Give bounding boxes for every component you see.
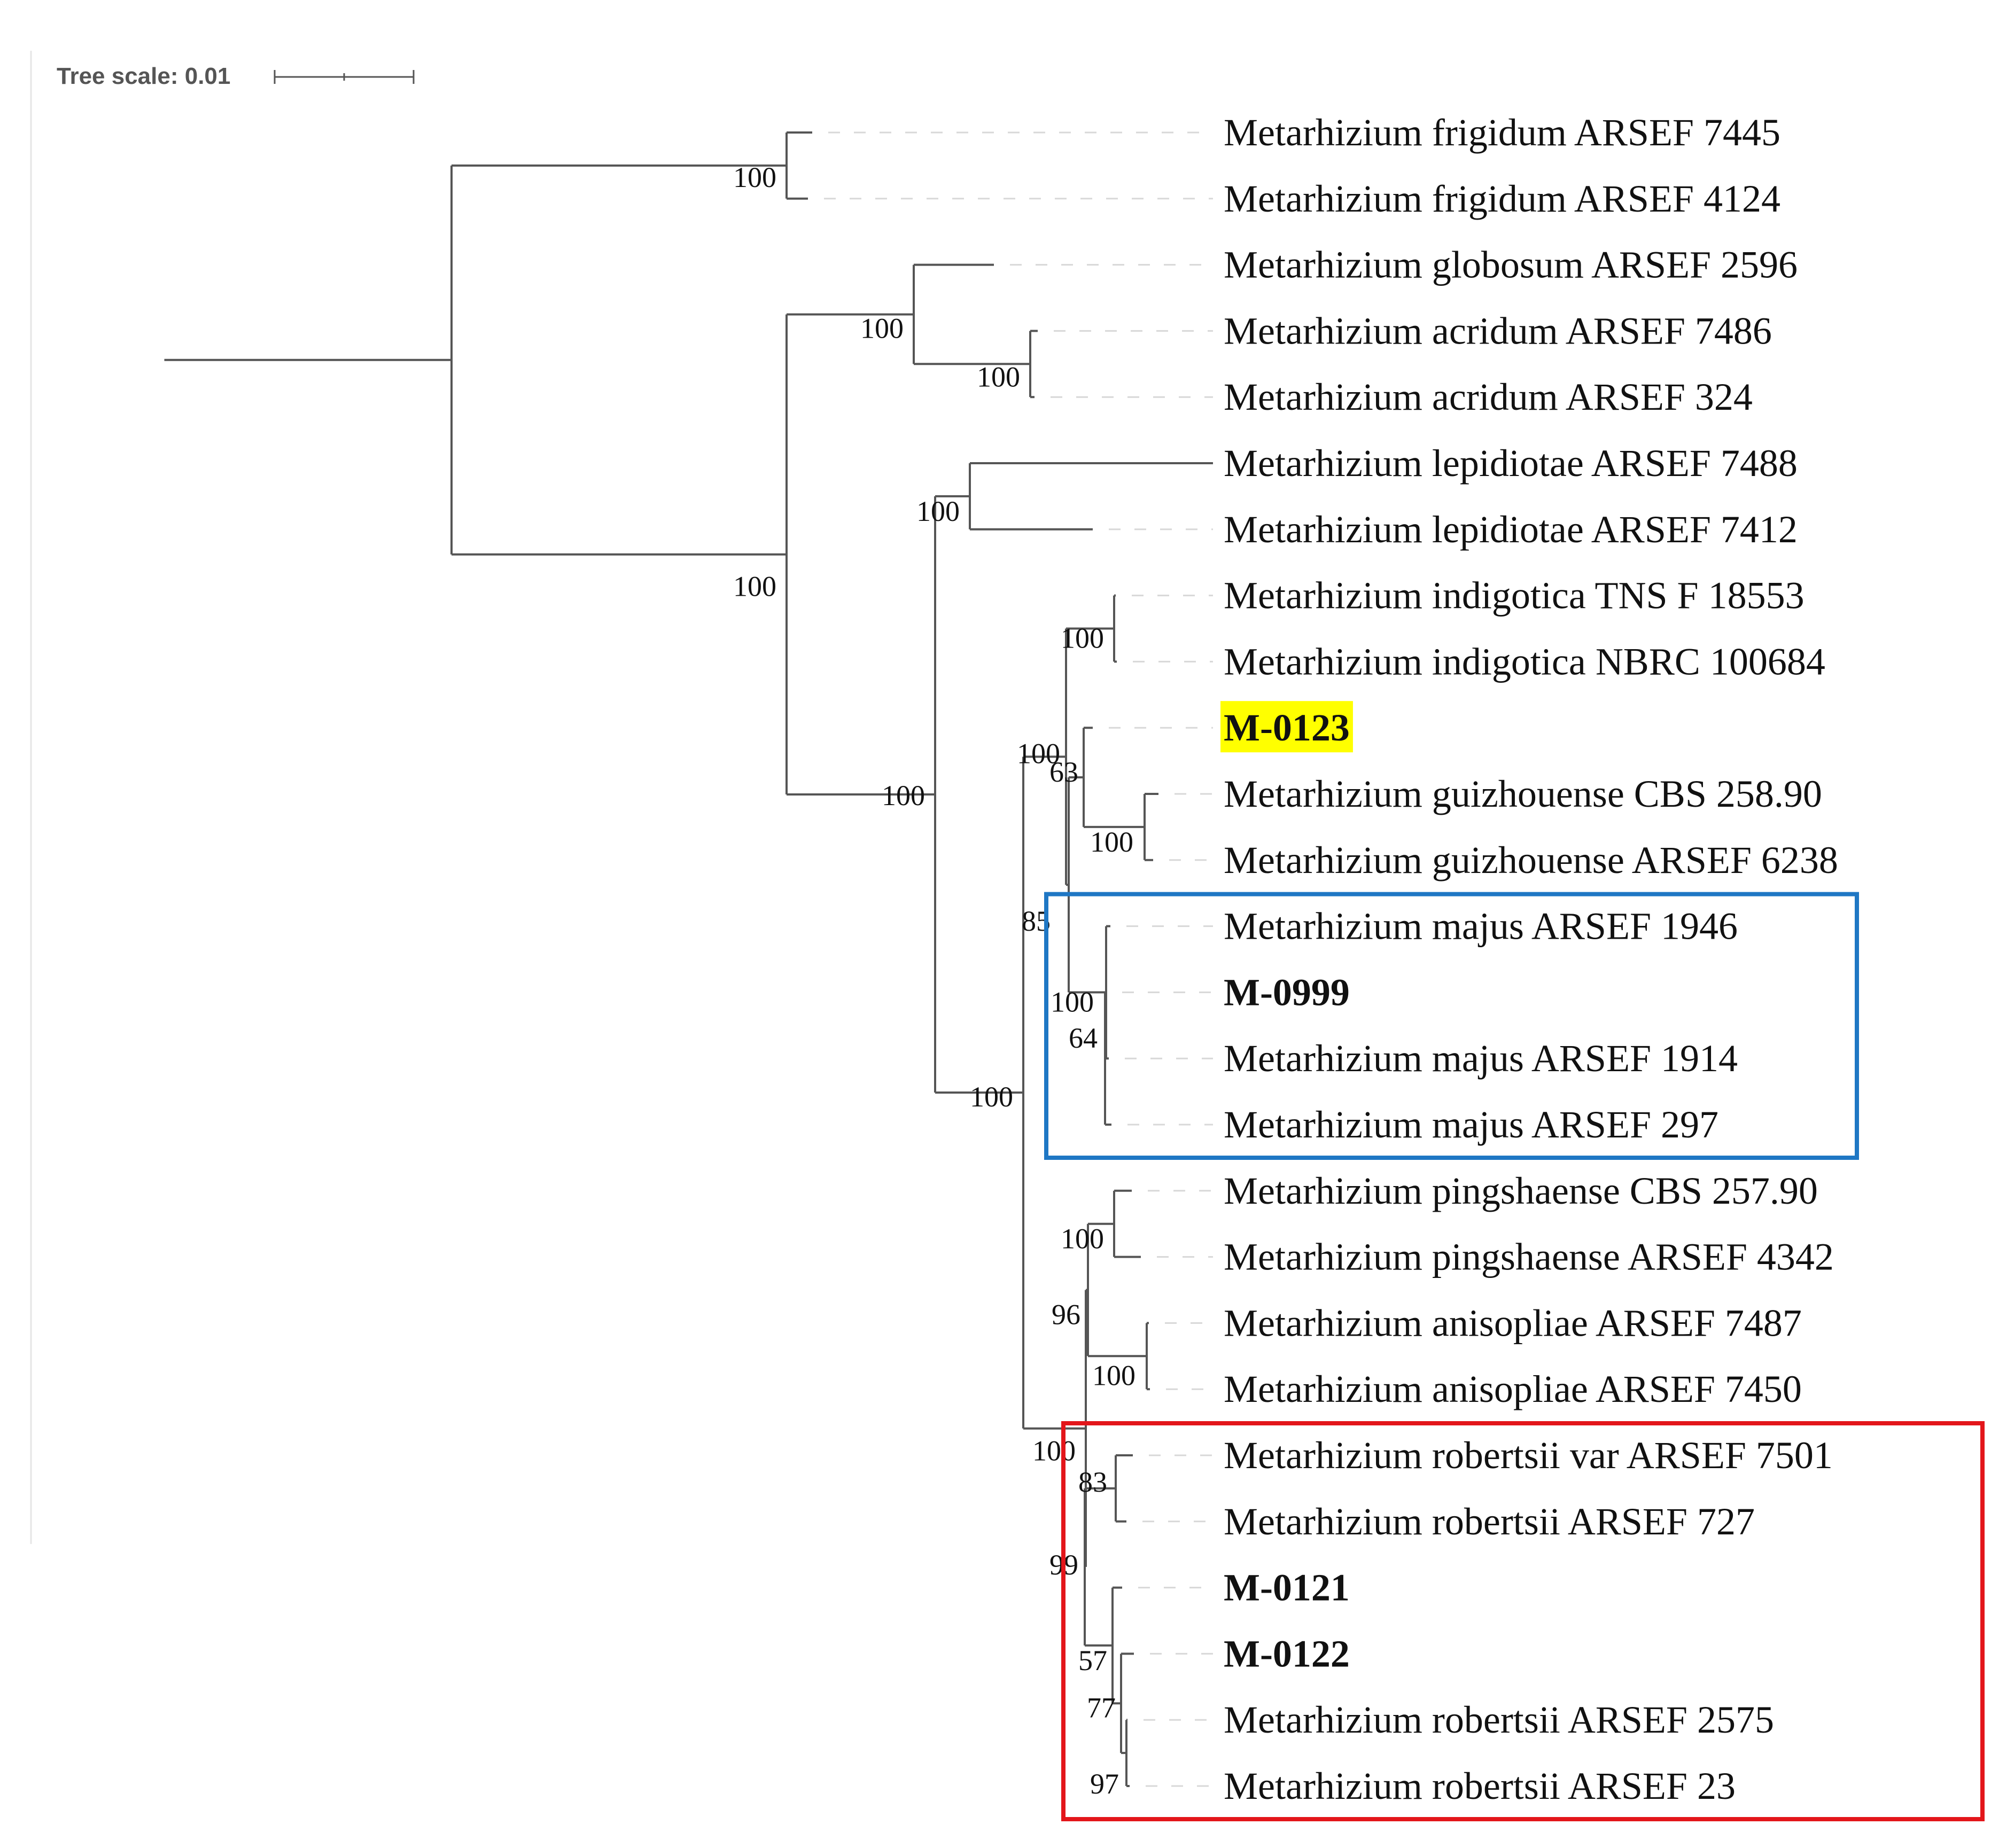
support-rob_57: 57 (1078, 1644, 1107, 1677)
taxon-label-t17: Metarhizium pingshaense CBS 257.90 (1224, 1169, 1818, 1212)
support-majus_inner: 64 (1069, 1022, 1098, 1054)
support-lepid_group: 100 (882, 779, 925, 812)
taxon-label-t19: Metarhizium anisopliae ARSEF 7487 (1224, 1301, 1802, 1344)
support-ping: 100 (1061, 1223, 1104, 1255)
support-rob_deep: 97 (1090, 1768, 1119, 1800)
majus-box (1044, 892, 1859, 1160)
taxon-label-t24: M-0122 (1224, 1632, 1350, 1675)
taxon-label-t12: Metarhizium guizhouense ARSEF 6238 (1224, 839, 1838, 882)
robertsii-box (1061, 1421, 1985, 1821)
taxon-label-t3: Metarhizium globosum ARSEF 2596 (1224, 244, 1798, 286)
taxon-label-t20: Metarhizium anisopliae ARSEF 7450 (1224, 1368, 1802, 1410)
support-aniso_group: 100 (1032, 1435, 1076, 1467)
taxon-label-t14: M-0999 (1224, 971, 1350, 1013)
support-pa_group: 100 (970, 1081, 1013, 1113)
taxon-label-t1: Metarhizium frigidum ARSEF 7445 (1224, 111, 1780, 154)
taxon-label-t5: Metarhizium acridum ARSEF 324 (1224, 376, 1753, 418)
taxon-label-t21: Metarhizium robertsii var ARSEF 7501 (1224, 1434, 1833, 1477)
taxon-label-t2: Metarhizium frigidum ARSEF 4124 (1224, 177, 1780, 220)
support-indig: 100 (1061, 622, 1104, 654)
highlight-layer (1220, 701, 1353, 753)
label-highlight-t10 (1220, 701, 1353, 753)
support-majus: 100 (1051, 986, 1094, 1018)
clade-boxes (1044, 892, 1985, 1821)
support-rob_top: 83 (1078, 1466, 1107, 1498)
support-values: 1001001001001001006364100851001001009683… (733, 161, 1136, 1800)
support-m0123_guiz: 63 (1049, 756, 1078, 788)
taxon-label-t23: M-0121 (1224, 1566, 1350, 1609)
taxon-label-t25: Metarhizium robertsii ARSEF 2575 (1224, 1698, 1774, 1741)
support-guiz: 100 (1090, 826, 1133, 858)
taxon-labels: Metarhizium frigidum ARSEF 7445Metarhizi… (1224, 111, 1838, 1807)
support-frigidum: 100 (733, 161, 776, 193)
taxon-label-t10: M-0123 (1224, 706, 1350, 749)
taxon-label-t26: Metarhizium robertsii ARSEF 23 (1224, 1765, 1736, 1807)
support-lepid: 100 (916, 495, 960, 527)
taxon-label-t15: Metarhizium majus ARSEF 1914 (1224, 1037, 1738, 1080)
support-aniso: 100 (1092, 1359, 1136, 1391)
taxon-label-t16: Metarhizium majus ARSEF 297 (1224, 1103, 1718, 1146)
label-leader-lines (824, 131, 1213, 1787)
taxon-label-t9: Metarhizium indigotica NBRC 100684 (1224, 640, 1825, 683)
support-rob_77: 77 (1087, 1691, 1116, 1724)
support-main: 100 (733, 571, 776, 603)
taxon-label-t13: Metarhizium majus ARSEF 1946 (1224, 905, 1738, 948)
tree-branches (164, 131, 1213, 1787)
taxon-label-t8: Metarhizium indigotica TNS F 18553 (1224, 574, 1805, 617)
taxon-label-t22: Metarhizium robertsii ARSEF 727 (1224, 1500, 1755, 1543)
taxon-label-t6: Metarhizium lepidiotae ARSEF 7488 (1224, 442, 1798, 485)
taxon-label-t4: Metarhizium acridum ARSEF 7486 (1224, 309, 1772, 352)
support-indig_group: 100 (1017, 737, 1060, 769)
support-acridum: 100 (977, 361, 1020, 393)
tree-scale-label: Tree scale: 0.01 (57, 63, 230, 89)
taxon-label-t18: Metarhizium pingshaense ARSEF 4342 (1224, 1236, 1834, 1278)
taxon-label-t11: Metarhizium guizhouense CBS 258.90 (1224, 773, 1822, 815)
support-glob_acr: 100 (860, 312, 904, 344)
taxon-label-t7: Metarhizium lepidiotae ARSEF 7412 (1224, 508, 1798, 551)
tree-scale: Tree scale: 0.01 (57, 63, 415, 89)
support-ping_aniso: 96 (1052, 1299, 1080, 1331)
